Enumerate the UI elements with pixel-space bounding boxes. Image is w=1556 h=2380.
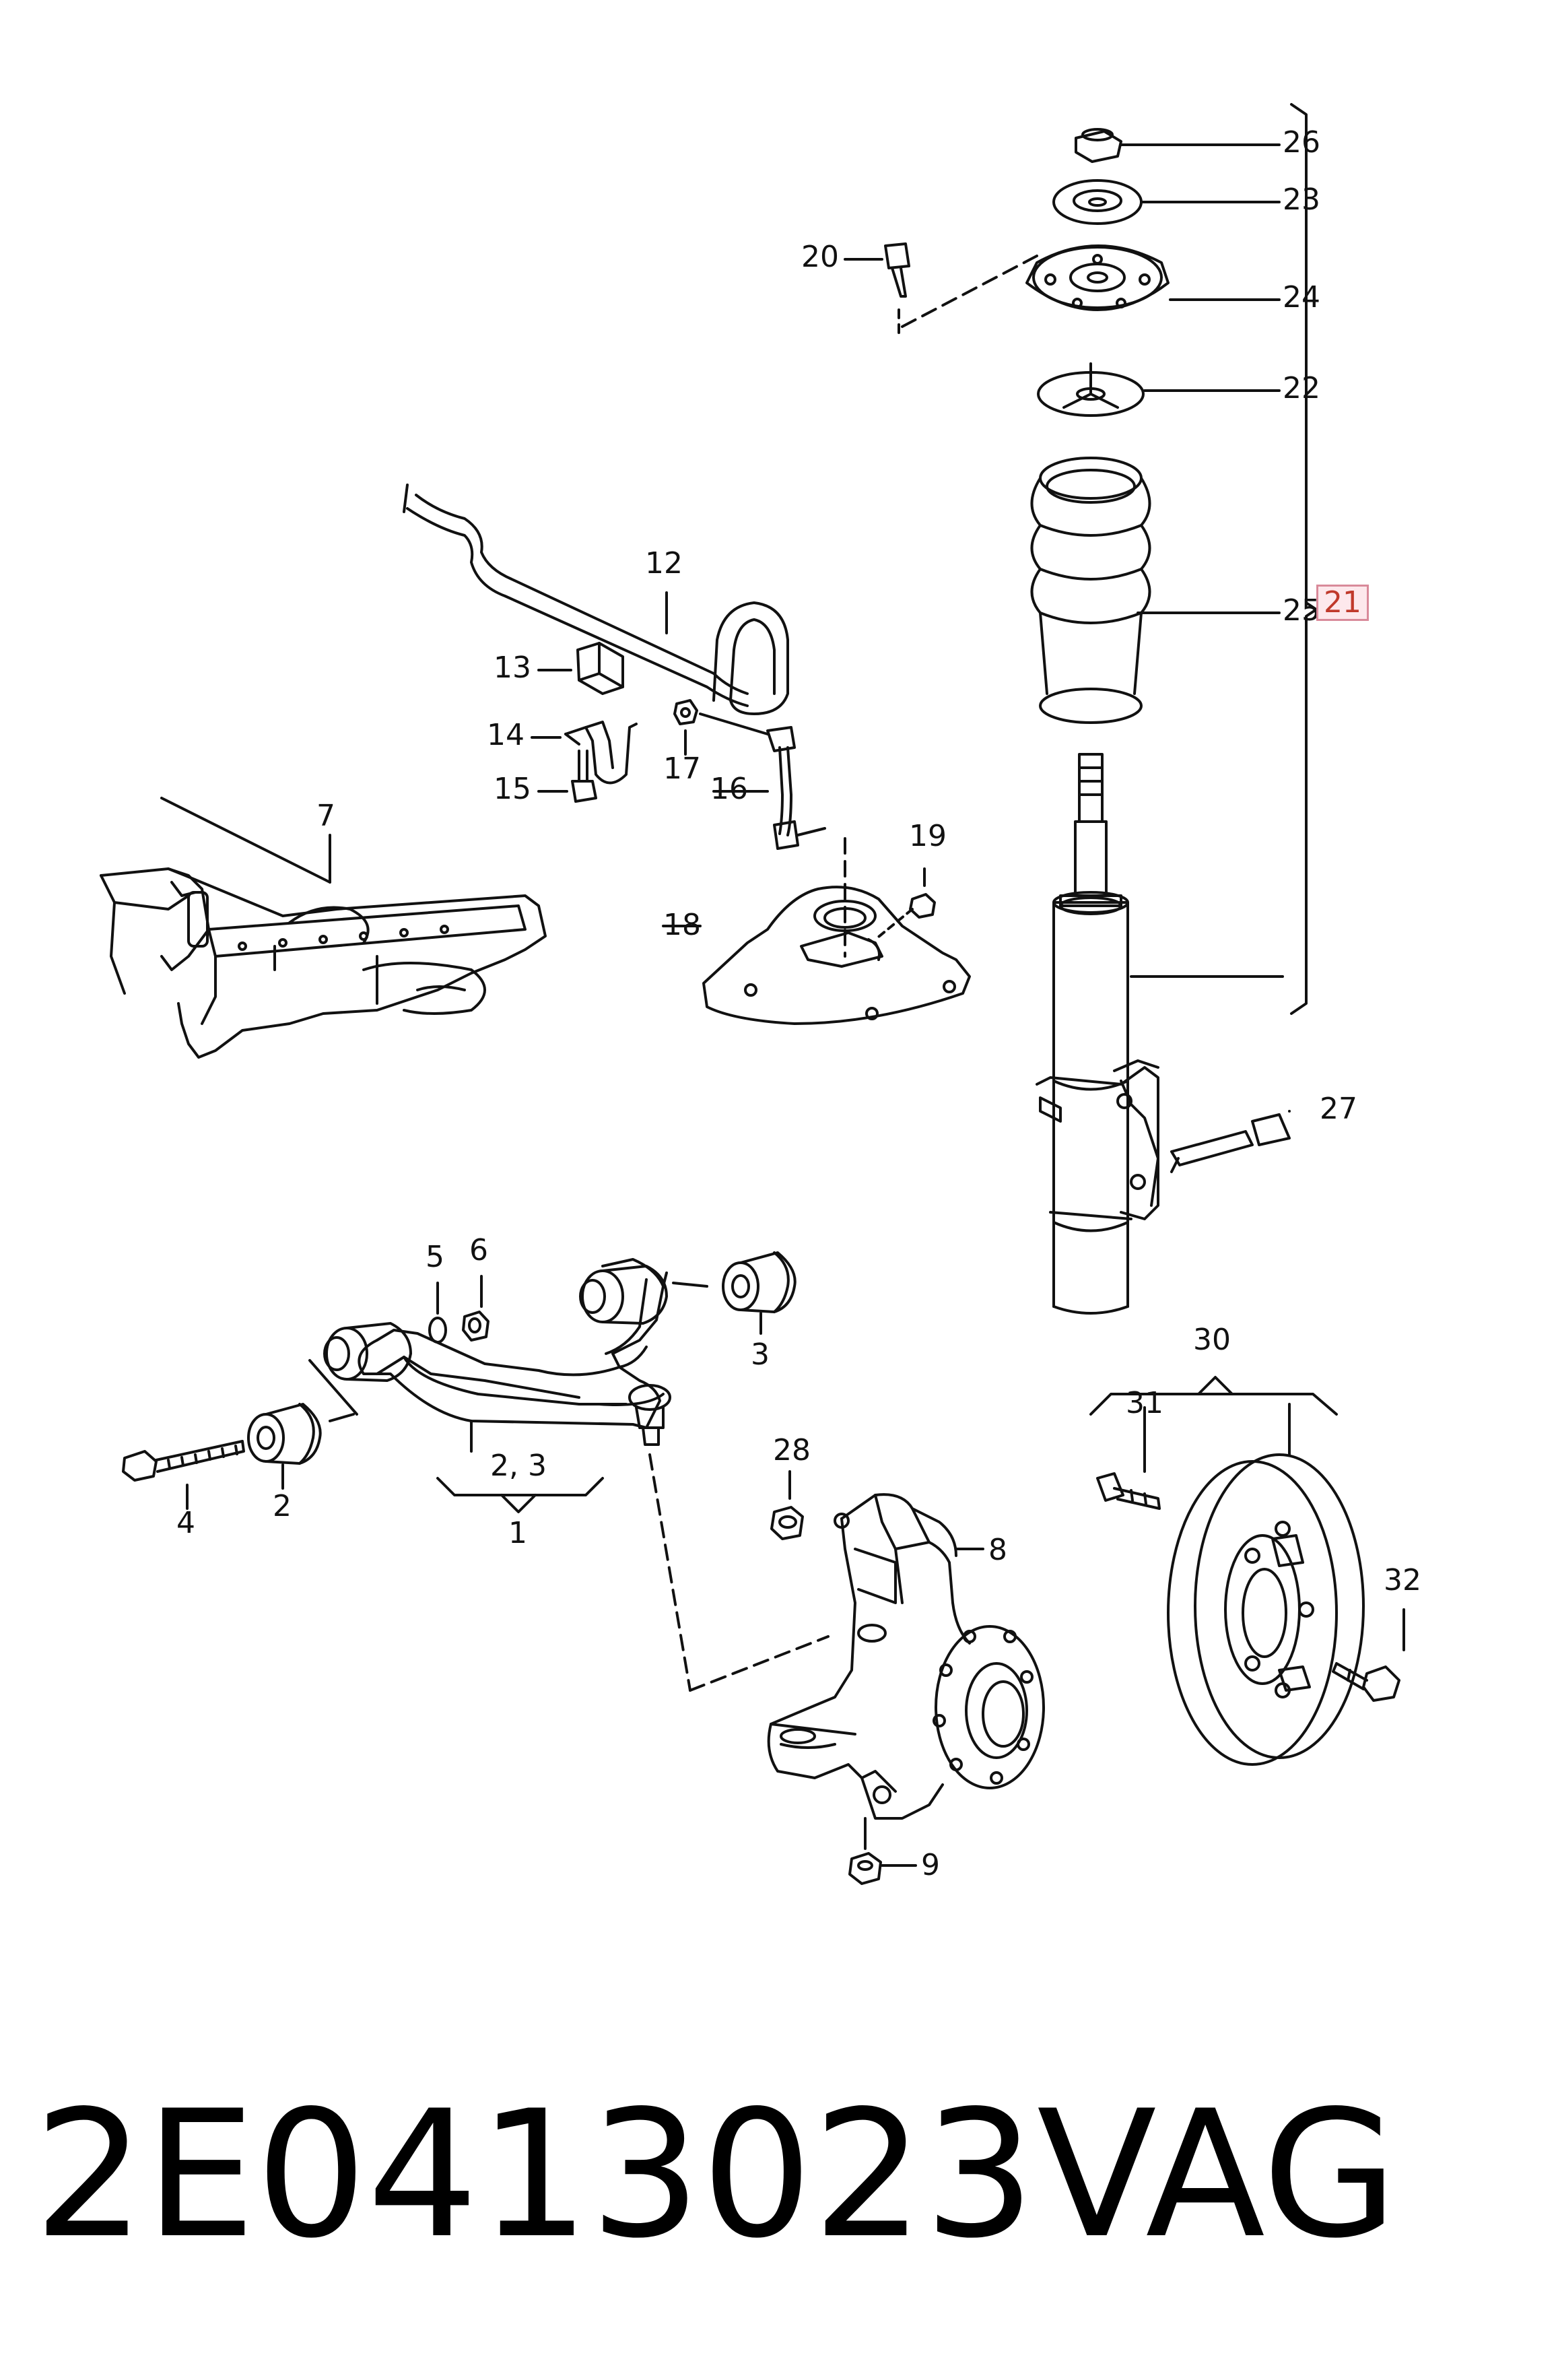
part-number: 2E0413023 <box>34 2074 1036 2277</box>
steering-knuckle-8 <box>767 1493 1045 1820</box>
label-12: 12 <box>645 546 683 581</box>
label-27: 27 <box>1320 1092 1357 1126</box>
clamp-14 <box>531 721 638 785</box>
spring-seat-22 <box>1037 362 1281 417</box>
label-32: 32 <box>1384 1563 1421 1597</box>
brake-disc-30 <box>1089 1376 1365 1766</box>
washer-5 <box>428 1282 447 1344</box>
label-3: 3 <box>751 1337 770 1372</box>
bolt-20 <box>844 242 910 335</box>
label-7: 7 <box>316 799 335 833</box>
label-8: 8 <box>988 1533 1007 1567</box>
label-19: 19 <box>909 819 947 853</box>
bolt-4 <box>122 1440 245 1510</box>
label-1: 1 <box>508 1516 527 1550</box>
coupling-rod-16 <box>699 713 826 850</box>
nut-28 <box>770 1470 804 1540</box>
bolt-31 <box>1096 1430 1161 1510</box>
label-22: 22 <box>1283 371 1320 405</box>
label-14: 14 <box>487 718 525 752</box>
bushing-2 <box>247 1403 322 1490</box>
bolt-27 <box>1170 1110 1291 1173</box>
dust-boot-25 <box>1030 457 1281 724</box>
label-5: 5 <box>426 1240 444 1274</box>
bolt-32 <box>1332 1608 1405 1702</box>
control-arm-1 <box>308 1258 830 1692</box>
bolt-15 <box>537 750 597 803</box>
mount-plate-18 <box>662 837 971 1025</box>
nut-6 <box>462 1275 489 1342</box>
label-18: 18 <box>663 908 701 942</box>
label-9: 9 <box>921 1848 940 1882</box>
label-31: 31 <box>1126 1386 1163 1420</box>
label-13: 13 <box>494 651 531 685</box>
shock-absorber <box>1036 753 1284 1315</box>
label-28: 28 <box>773 1433 811 1467</box>
thrust-washer-23 <box>1052 179 1281 225</box>
label-20: 20 <box>801 240 839 274</box>
strut-mount-24 <box>901 244 1281 328</box>
label-26: 26 <box>1283 125 1320 160</box>
nut-9 <box>848 1817 917 1885</box>
bushing-13 <box>537 642 624 695</box>
label-15: 15 <box>494 772 531 806</box>
label-21-highlighted: 21 <box>1316 585 1369 621</box>
stabilizer-bar-12 <box>403 484 789 715</box>
label-2: 2 <box>273 1489 292 1523</box>
label-25: 25 <box>1283 593 1320 628</box>
brand-name: VAG <box>1037 2074 1398 2277</box>
label-2-3: 2, 3 <box>490 1449 547 1483</box>
label-17: 17 <box>663 752 701 786</box>
label-4: 4 <box>176 1506 195 1540</box>
label-23: 23 <box>1283 183 1320 217</box>
bushing-3 <box>722 1251 797 1335</box>
strut-assembly-bracket <box>1290 103 1318 1015</box>
subframe-7 <box>100 797 547 1059</box>
nut-17 <box>673 699 698 756</box>
label-30: 30 <box>1193 1323 1231 1357</box>
nut-19 <box>874 867 936 941</box>
top-nut-26 <box>1075 128 1281 163</box>
label-24: 24 <box>1283 280 1320 315</box>
label-6: 6 <box>469 1233 488 1267</box>
label-16: 16 <box>710 772 748 806</box>
